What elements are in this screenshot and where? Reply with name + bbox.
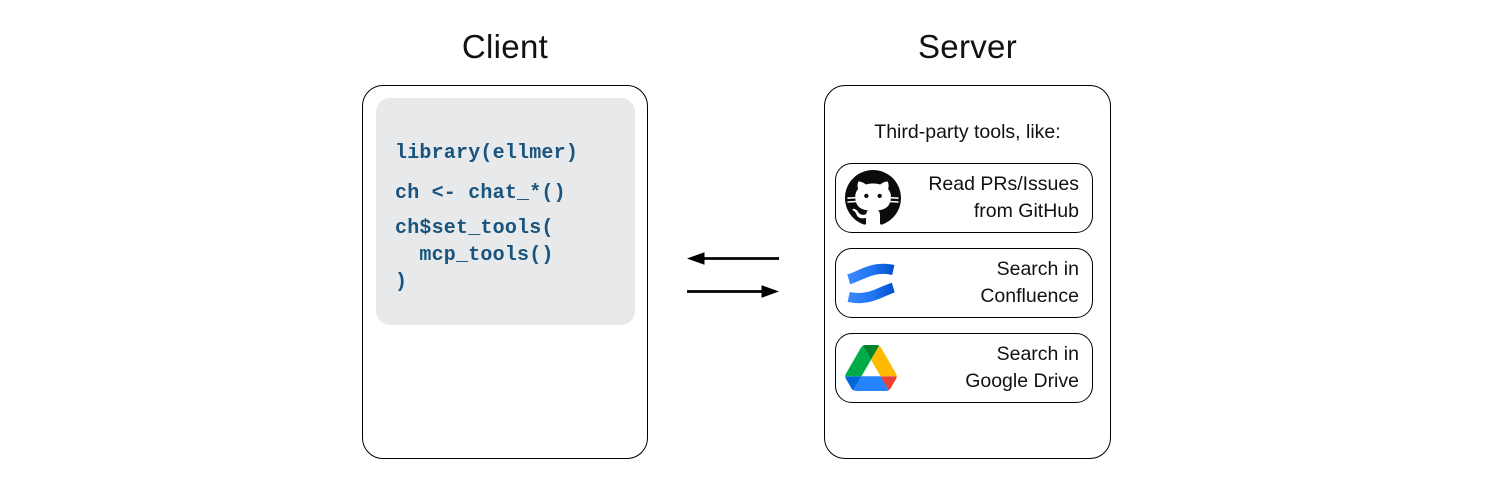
tool-row-github: Read PRs/Issues from GitHub — [835, 163, 1093, 233]
server-subtitle: Third-party tools, like: — [874, 121, 1061, 143]
code-line: ch$set_tools( — [395, 217, 554, 240]
client-title: Client — [461, 28, 549, 65]
tool-label: Read PRs/Issues from GitHub — [901, 171, 1092, 225]
arrow-right-icon — [687, 285, 779, 298]
tool-label-line2: Confluence — [980, 285, 1079, 307]
tool-label-line1: Search in — [996, 258, 1079, 280]
tool-label: Search in Confluence — [897, 256, 1092, 310]
tool-label: Search in Google Drive — [897, 341, 1092, 395]
github-icon — [845, 170, 901, 226]
code-line: library(ellmer) — [395, 142, 579, 165]
client-code-block: library(ellmer) ch <- chat_*() ch$set_to… — [376, 98, 635, 325]
server-title: Server — [918, 28, 1017, 65]
tool-label-line1: Read PRs/Issues — [928, 173, 1079, 195]
tool-row-confluence: Search in Confluence — [835, 248, 1093, 318]
tool-label-line1: Search in — [996, 343, 1079, 365]
google-drive-icon — [845, 345, 897, 391]
tool-label-line2: Google Drive — [965, 370, 1079, 392]
arrow-left-icon — [687, 252, 779, 265]
code-line: mcp_tools() — [395, 244, 554, 267]
tool-row-google-drive: Search in Google Drive — [835, 333, 1093, 403]
confluence-icon — [845, 256, 897, 310]
client-server-arrows — [687, 252, 779, 298]
code-line: ) — [395, 271, 408, 294]
tool-label-line2: from GitHub — [973, 200, 1079, 222]
code-line: ch <- chat_*() — [395, 182, 566, 205]
